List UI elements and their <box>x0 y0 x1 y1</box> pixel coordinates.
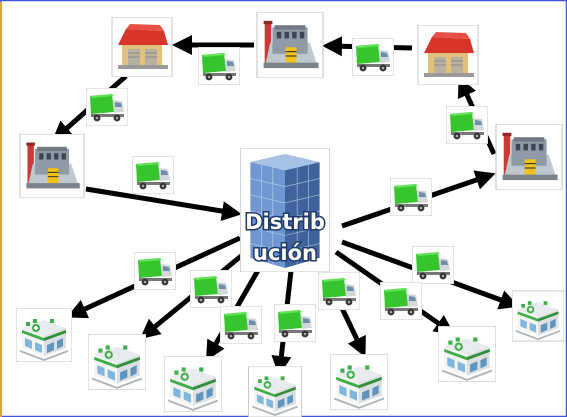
delivery-truck-icon <box>198 47 240 85</box>
arrow-factory-left-to-hub <box>85 186 242 221</box>
pharmacy-store-icon <box>16 308 72 362</box>
pharmacy-store-icon <box>88 334 146 390</box>
factory-icon <box>256 12 324 78</box>
delivery-truck-icon <box>190 270 232 308</box>
pharmacy-store-icon <box>512 290 564 342</box>
delivery-truck-icon <box>86 88 128 126</box>
delivery-truck-icon <box>274 304 316 342</box>
delivery-truck-icon <box>134 252 176 290</box>
delivery-truck-icon <box>412 246 454 284</box>
delivery-truck-icon <box>446 106 488 144</box>
factory-icon <box>19 134 85 198</box>
warehouse-icon <box>111 17 173 77</box>
hub-label-line1: Distrib <box>245 210 325 234</box>
delivery-truck-icon <box>390 178 432 216</box>
pharmacy-store-icon <box>330 354 388 410</box>
delivery-truck-icon <box>318 272 360 310</box>
pharmacy-store-icon <box>438 326 496 382</box>
pharmacy-store-icon <box>164 356 222 412</box>
hub-label: Distrib ución <box>244 209 327 267</box>
delivery-truck-icon <box>132 156 174 194</box>
pharmacy-store-icon <box>248 366 302 417</box>
delivery-truck-icon <box>380 282 422 320</box>
hub-label-line2: ución <box>253 241 317 265</box>
delivery-truck-icon <box>220 306 262 344</box>
warehouse-icon <box>417 25 479 85</box>
factory-icon <box>495 124 563 190</box>
delivery-truck-icon <box>352 38 394 76</box>
